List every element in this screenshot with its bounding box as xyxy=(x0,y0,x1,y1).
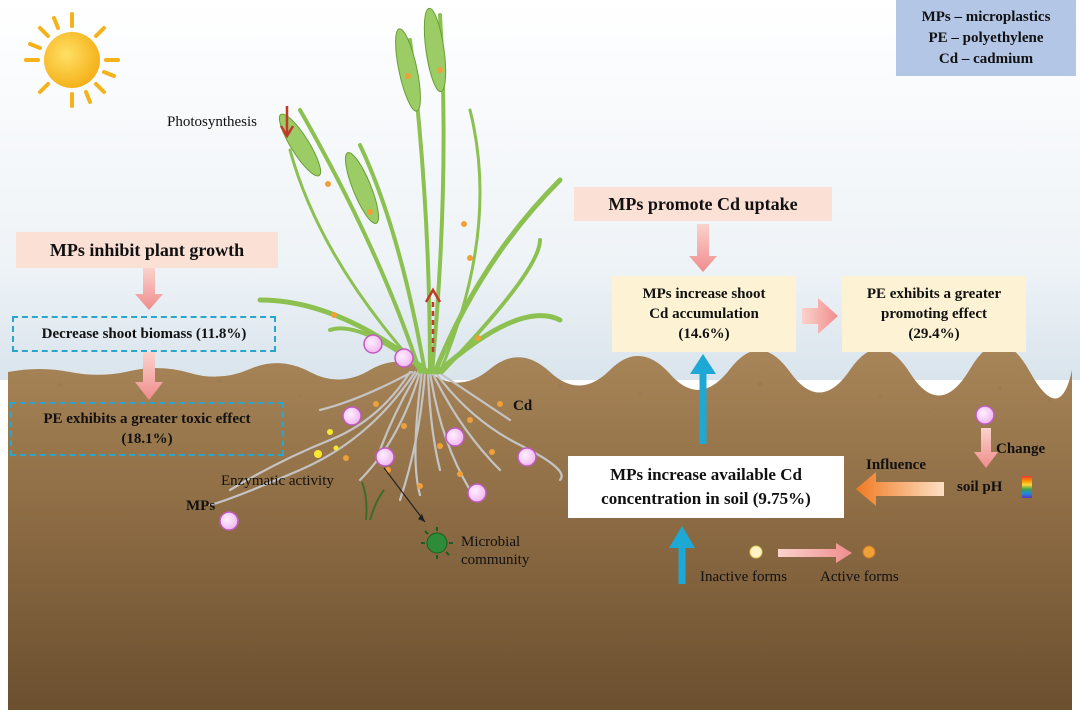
accum-line2: Cd accumulation xyxy=(649,306,759,322)
soil-ph-label: soil pH xyxy=(957,479,1003,495)
uptake-to-accum-arrow xyxy=(689,224,717,272)
legend-mps: MPs – microplastics xyxy=(921,8,1051,25)
microbial-line1: Microbial xyxy=(461,534,521,550)
cd-transport-arrow xyxy=(424,287,442,352)
inhibit-growth-title: MPs inhibit plant growth xyxy=(49,239,245,260)
promote-uptake-box: MPs promote Cd uptake xyxy=(574,187,832,221)
ph-scale-icon xyxy=(1022,476,1032,498)
mps-label: MPs xyxy=(186,498,216,514)
inactive-forms-label: Inactive forms xyxy=(700,569,788,585)
promoting-effect-box: PE exhibits a greater promoting effect (… xyxy=(842,276,1026,352)
enzymatic-activity-label: Enzymatic activity xyxy=(221,473,334,489)
toxic-effect-box: PE exhibits a greater toxic effect (18.1… xyxy=(10,402,284,456)
microbe-icon xyxy=(421,527,453,559)
grass-sprout xyxy=(361,481,385,521)
abbreviation-legend: MPs – microplastics PE – polyethylene Cd… xyxy=(896,0,1076,76)
promote-uptake-title: MPs promote Cd uptake xyxy=(608,193,798,214)
legend-pe: PE – polyethylene xyxy=(928,29,1044,46)
available-line1: MPs increase available Cd xyxy=(610,465,802,484)
active-forms-label: Active forms xyxy=(820,569,899,585)
mp-to-ph-arrow xyxy=(974,428,998,468)
inactive-form-dot xyxy=(749,545,763,559)
biomass-to-toxic-arrow xyxy=(135,352,163,400)
sun-icon xyxy=(24,12,120,108)
shoot-biomass-box: Decrease shoot biomass (11.8%) xyxy=(12,316,276,352)
change-label: Change xyxy=(996,441,1046,457)
microbial-line2: community xyxy=(461,552,530,568)
cd-particles xyxy=(325,67,503,489)
ph-to-available-arrow xyxy=(856,472,944,506)
promote-line1: PE exhibits a greater xyxy=(866,286,1002,302)
inhibit-to-biomass-arrow xyxy=(135,268,163,310)
toxic-effect-line1: PE exhibits a greater toxic effect xyxy=(43,411,251,427)
available-to-accum-arrowhead xyxy=(690,354,716,374)
root-to-microbe-arrow xyxy=(383,467,426,523)
microplastic-particles xyxy=(219,334,995,531)
accum-line1: MPs increase shoot xyxy=(642,286,766,302)
toxic-effect-line2: (18.1%) xyxy=(121,431,173,447)
enzyme-sparks xyxy=(314,429,339,458)
available-line2: concentration in soil (9.75%) xyxy=(601,489,811,508)
photosynthesis-label: Photosynthesis xyxy=(167,114,258,130)
influence-label: Influence xyxy=(866,457,926,473)
cd-label: Cd xyxy=(513,398,533,414)
available-cd-box: MPs increase available Cd concentration … xyxy=(568,456,844,518)
microbial-community-label: Microbial community xyxy=(461,533,529,569)
photosynthesis-down-arrow xyxy=(279,106,295,139)
root-to-microbe-arrowhead xyxy=(418,514,425,522)
soil-texture xyxy=(58,379,1052,414)
soil-layer xyxy=(8,344,1072,710)
promote-line2: promoting effect xyxy=(881,306,987,322)
shoot-biomass-text: Decrease shoot biomass (11.8%) xyxy=(41,325,247,342)
inactive-to-active-arrow xyxy=(778,543,852,563)
accum-to-promote-arrow xyxy=(802,298,838,334)
active-form-dot xyxy=(862,545,876,559)
shoot-accumulation-box: MPs increase shoot Cd accumulation (14.6… xyxy=(612,276,796,352)
forms-to-available-arrowhead xyxy=(669,526,695,548)
promote-line3: (29.4%) xyxy=(908,326,960,342)
legend-cd: Cd – cadmium xyxy=(938,50,1034,67)
inhibit-growth-box: MPs inhibit plant growth xyxy=(16,232,278,268)
accum-line3: (14.6%) xyxy=(678,326,730,342)
